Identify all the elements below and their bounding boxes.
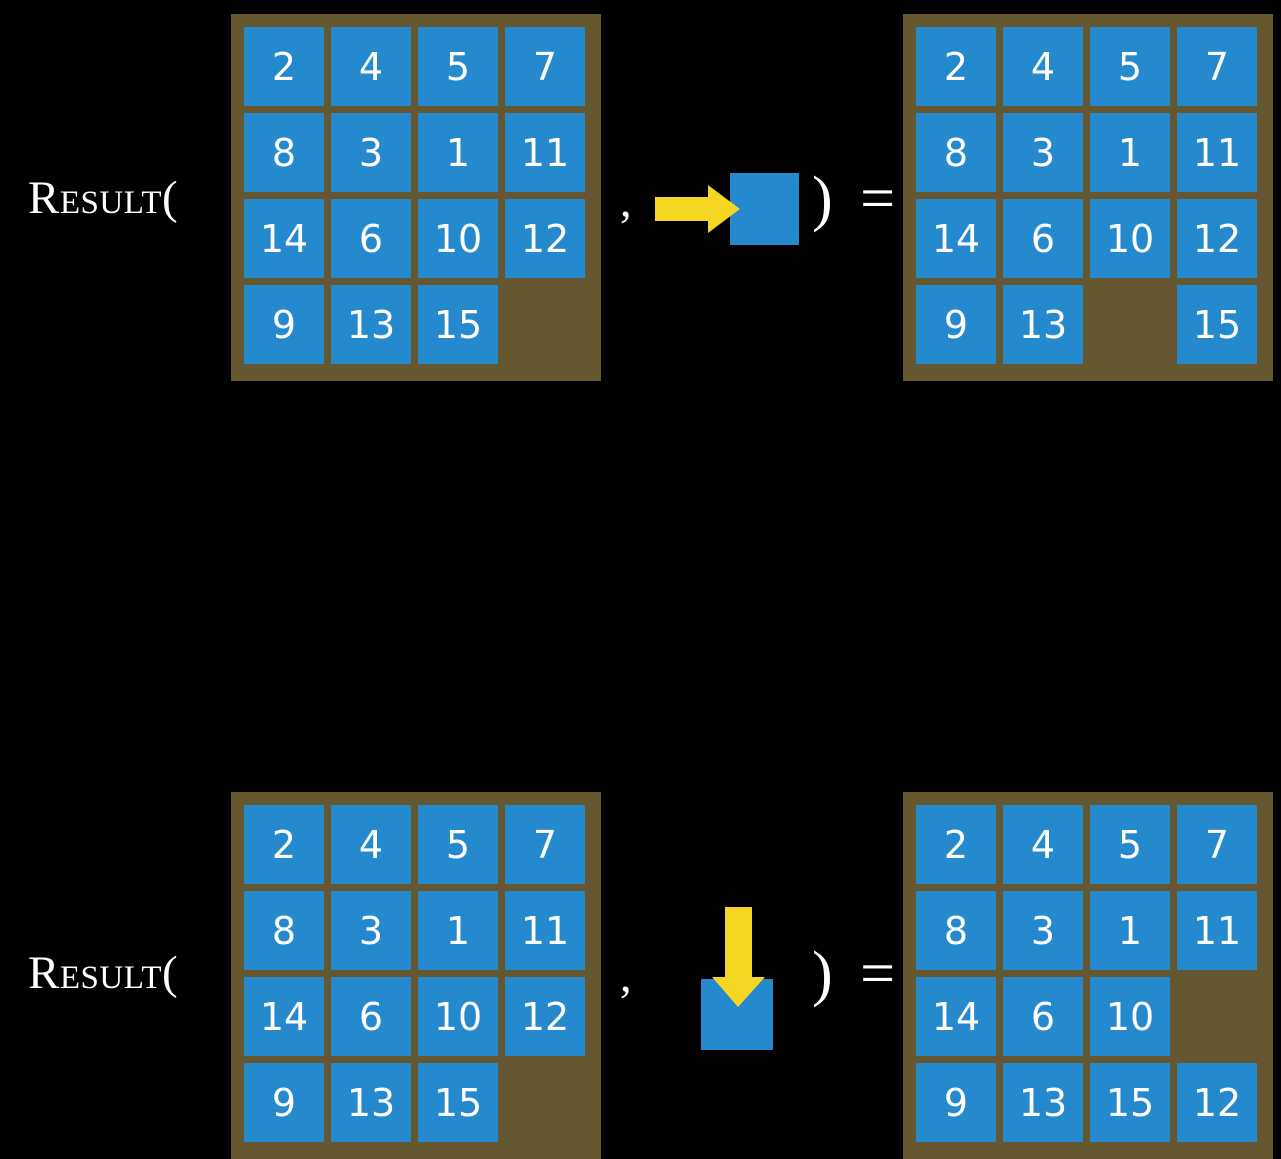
- tile[interactable]: 14: [916, 977, 996, 1056]
- tile[interactable]: 12: [1177, 199, 1257, 278]
- tile[interactable]: 11: [505, 113, 585, 192]
- tile[interactable]: 12: [1177, 1063, 1257, 1142]
- tile[interactable]: 10: [1090, 199, 1170, 278]
- tile[interactable]: 2: [916, 27, 996, 106]
- tile[interactable]: 3: [1003, 113, 1083, 192]
- result-function-label-top: Result(: [28, 172, 179, 224]
- close-paren-equals-top: ) =: [812, 165, 902, 233]
- tile[interactable]: 3: [331, 113, 411, 192]
- tile[interactable]: 7: [505, 27, 585, 106]
- tile[interactable]: 15: [418, 1063, 498, 1142]
- tile[interactable]: 15: [418, 285, 498, 364]
- move-down-glyph[interactable]: [690, 895, 800, 1060]
- input-board-top: 2 4 5 7 8 3 1 11 14 6 10 12 9 13 15: [231, 14, 601, 381]
- comma-separator-bottom: ,: [620, 950, 632, 1001]
- tile[interactable]: 8: [916, 891, 996, 970]
- tile[interactable]: 2: [916, 805, 996, 884]
- empty-slot: [505, 1063, 585, 1142]
- tile[interactable]: 7: [1177, 805, 1257, 884]
- tile[interactable]: 7: [505, 805, 585, 884]
- tile[interactable]: 2: [244, 805, 324, 884]
- output-board-bottom: 2 4 5 7 8 3 1 11 14 6 10 9 13 15 12: [903, 792, 1273, 1159]
- empty-slot: [1090, 285, 1170, 364]
- empty-slot: [1177, 977, 1257, 1056]
- tile[interactable]: 14: [244, 977, 324, 1056]
- tile[interactable]: 8: [244, 891, 324, 970]
- tile[interactable]: 6: [331, 199, 411, 278]
- tile[interactable]: 4: [1003, 805, 1083, 884]
- tile[interactable]: 12: [505, 199, 585, 278]
- output-board-top: 2 4 5 7 8 3 1 11 14 6 10 12 9 13 15: [903, 14, 1273, 381]
- empty-slot: [505, 285, 585, 364]
- tile[interactable]: 8: [916, 113, 996, 192]
- tile[interactable]: 13: [1003, 285, 1083, 364]
- tile[interactable]: 6: [331, 977, 411, 1056]
- equation-slide-right: Result( 2 4 5 7 8 3 1 11 14 6 10 12 9 13…: [0, 0, 1281, 390]
- tile[interactable]: 5: [418, 805, 498, 884]
- equation-slide-down: Result( 2 4 5 7 8 3 1 11 14 6 10 12 9 13…: [0, 390, 1281, 1159]
- arrow-down-icon: [712, 907, 765, 1007]
- tile[interactable]: 14: [244, 199, 324, 278]
- tile[interactable]: 1: [418, 891, 498, 970]
- tile[interactable]: 13: [331, 285, 411, 364]
- tile[interactable]: 9: [916, 285, 996, 364]
- tile[interactable]: 6: [1003, 199, 1083, 278]
- tile[interactable]: 11: [1177, 891, 1257, 970]
- close-paren-equals-bottom: ) =: [812, 940, 902, 1008]
- result-function-label-bottom: Result(: [28, 947, 179, 999]
- tile[interactable]: 6: [1003, 977, 1083, 1056]
- tile[interactable]: 5: [418, 27, 498, 106]
- tile[interactable]: 10: [418, 199, 498, 278]
- tile[interactable]: 13: [1003, 1063, 1083, 1142]
- tile[interactable]: 9: [244, 1063, 324, 1142]
- tile[interactable]: 4: [1003, 27, 1083, 106]
- tile[interactable]: 5: [1090, 27, 1170, 106]
- tile[interactable]: 9: [244, 285, 324, 364]
- tile[interactable]: 1: [418, 113, 498, 192]
- input-board-bottom: 2 4 5 7 8 3 1 11 14 6 10 12 9 13 15: [231, 792, 601, 1159]
- tile[interactable]: 1: [1090, 891, 1170, 970]
- tile[interactable]: 9: [916, 1063, 996, 1142]
- tile[interactable]: 13: [331, 1063, 411, 1142]
- arrow-right-icon: [655, 185, 740, 233]
- tile[interactable]: 11: [505, 891, 585, 970]
- tile[interactable]: 12: [505, 977, 585, 1056]
- tile[interactable]: 2: [244, 27, 324, 106]
- tile[interactable]: 15: [1090, 1063, 1170, 1142]
- tile[interactable]: 15: [1177, 285, 1257, 364]
- tile[interactable]: 8: [244, 113, 324, 192]
- tile[interactable]: 3: [1003, 891, 1083, 970]
- tile[interactable]: 3: [331, 891, 411, 970]
- tile[interactable]: 14: [916, 199, 996, 278]
- comma-separator-top: ,: [620, 175, 632, 226]
- tile[interactable]: 11: [1177, 113, 1257, 192]
- tile[interactable]: 7: [1177, 27, 1257, 106]
- tile[interactable]: 1: [1090, 113, 1170, 192]
- tile[interactable]: 10: [418, 977, 498, 1056]
- move-right-glyph[interactable]: [650, 165, 810, 255]
- tile[interactable]: 4: [331, 27, 411, 106]
- tile[interactable]: 4: [331, 805, 411, 884]
- tile[interactable]: 10: [1090, 977, 1170, 1056]
- blank-tile-icon: [730, 173, 799, 245]
- tile[interactable]: 5: [1090, 805, 1170, 884]
